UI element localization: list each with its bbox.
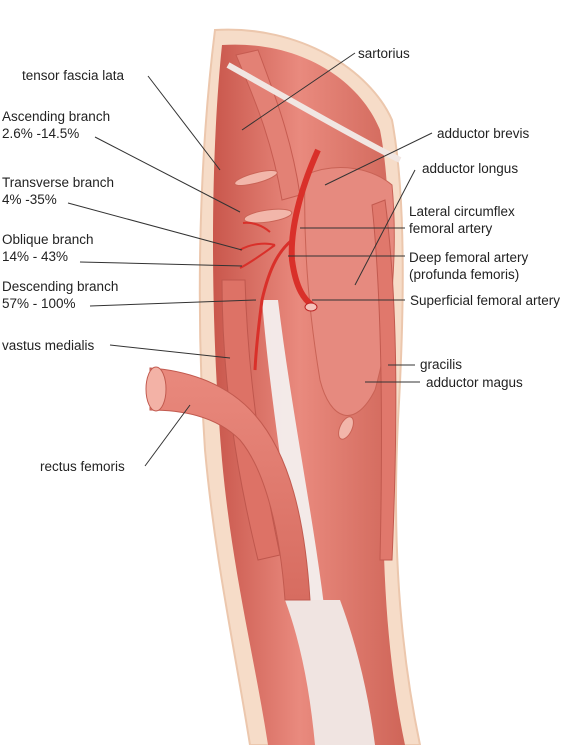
leader-ascending — [94, 136, 241, 213]
knee-tendon — [285, 600, 375, 745]
leader-lines — [67, 52, 433, 467]
central-tendon — [262, 300, 352, 745]
leader-sartorius — [241, 52, 356, 131]
label-adductor-brevis: adductor brevis — [437, 126, 530, 141]
label-rectus-femoris: rectus femoris — [40, 459, 125, 474]
label-tensor-fascia-lata: tensor fascia lata — [22, 68, 125, 83]
ascending-branch-range: 2.6% -14.5% — [2, 126, 80, 141]
label-sartorius: sartorius — [358, 46, 410, 61]
label-adductor-longus: adductor longus — [422, 161, 519, 176]
cut-stump-1 — [234, 170, 278, 186]
lateral-circumflex-line2: femoral artery — [409, 221, 493, 236]
deep-femoral-line2: (profunda femoris) — [409, 267, 520, 282]
deep-femoral-artery — [253, 238, 293, 371]
label-superficial-femoral: Superficial femoral artery — [410, 293, 561, 308]
transverse-branch-name: Transverse branch — [2, 175, 115, 190]
transverse-branch-range: 4% -35% — [2, 192, 57, 207]
ascending-branch-name: Ascending branch — [2, 109, 111, 124]
label-transverse-branch: Transverse branch 4% -35% — [2, 174, 114, 208]
label-ascending-branch: Ascending branch 2.6% -14.5% — [2, 108, 110, 142]
descending-branch-range: 57% - 100% — [2, 296, 76, 311]
label-oblique-branch: Oblique branch 14% - 43% — [2, 231, 94, 265]
inguinal-ligament — [226, 62, 402, 163]
lateral-circumflex-line1: Lateral circumflex — [409, 204, 515, 219]
deep-femoral-line1: Deep femoral artery — [409, 250, 529, 265]
oblique-branch-name: Oblique branch — [2, 232, 94, 247]
leader-transverse — [67, 202, 243, 251]
leader-tensor — [147, 75, 221, 171]
label-vastus-medialis: vastus medialis — [2, 338, 95, 353]
leader-oblique — [79, 261, 243, 267]
label-descending-branch: Descending branch 57% - 100% — [2, 278, 118, 312]
label-adductor-magus: adductor magus — [426, 375, 523, 390]
descending-branch-name: Descending branch — [2, 279, 119, 294]
label-deep-femoral: Deep femoral artery (profunda femoris) — [409, 249, 528, 283]
leader-adductor-brevis — [324, 132, 433, 186]
leader-rectus — [144, 404, 191, 467]
label-lateral-circumflex: Lateral circumflex femoral artery — [409, 203, 515, 237]
gracilis-muscle — [371, 199, 397, 561]
artery-cut-end — [304, 302, 318, 312]
label-gracilis: gracilis — [420, 357, 463, 372]
leader-vastus — [109, 344, 231, 359]
leader-descending — [89, 299, 257, 307]
cut-stump-3 — [338, 416, 354, 440]
oblique-branch-range: 14% - 43% — [2, 249, 69, 264]
lateral-circumflex-artery — [239, 221, 276, 269]
rectus-femoris-cut-end — [145, 366, 167, 412]
cut-stump-2 — [243, 208, 293, 224]
